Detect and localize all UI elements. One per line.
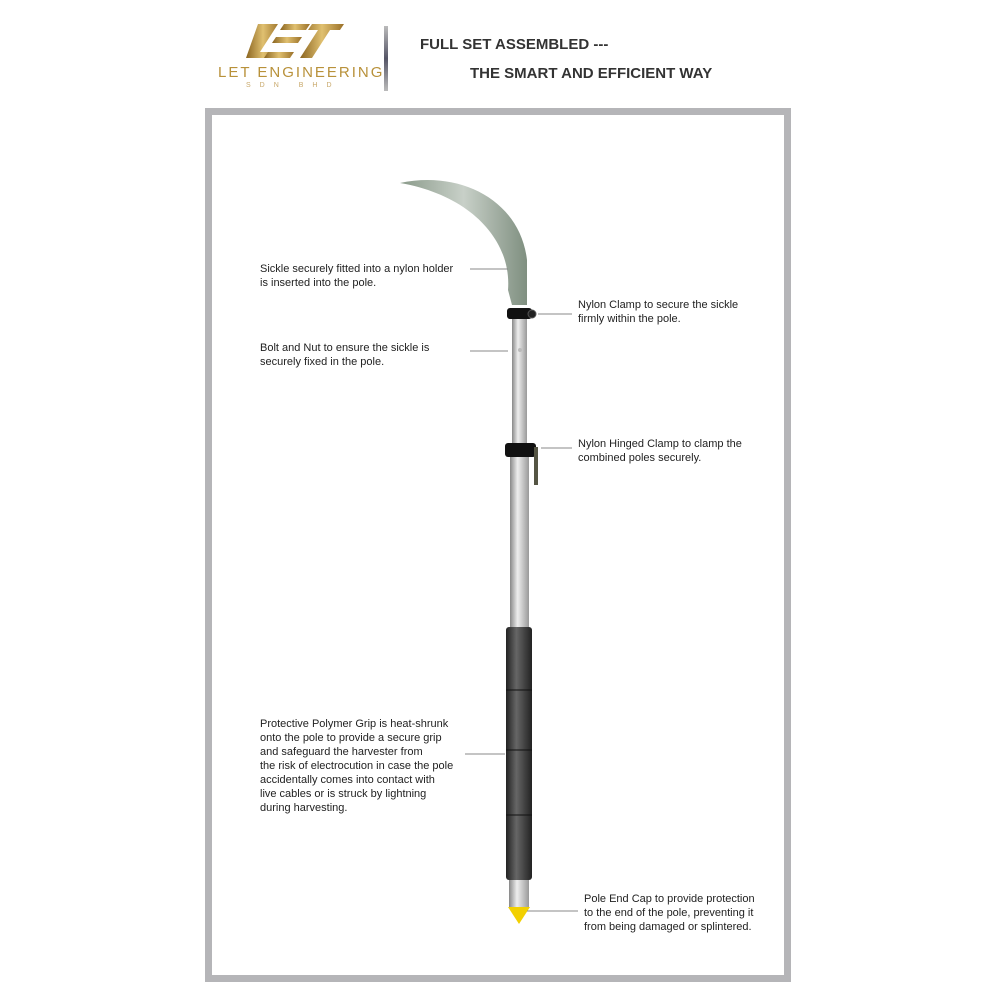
nylon-clamp xyxy=(507,308,532,319)
logo-name: LET ENGINEERING xyxy=(218,64,385,81)
polymer-grip xyxy=(506,627,532,880)
title-line1: FULL SET ASSEMBLED --- xyxy=(420,36,609,53)
sickle-blade xyxy=(400,180,527,305)
hinged-clamp xyxy=(505,443,536,457)
header-divider xyxy=(384,26,388,91)
lower-pole xyxy=(510,452,529,627)
product-frame xyxy=(205,108,791,982)
pole-end-cap xyxy=(508,907,530,924)
logo-sub: SDN BHD xyxy=(246,82,341,89)
title-line2: THE SMART AND EFFICIENT WAY xyxy=(470,65,713,82)
upper-pole xyxy=(512,312,527,452)
let-logo-mark xyxy=(246,24,344,58)
label-sickle: Sickle securely fitted into a nylon hold… xyxy=(260,263,454,289)
